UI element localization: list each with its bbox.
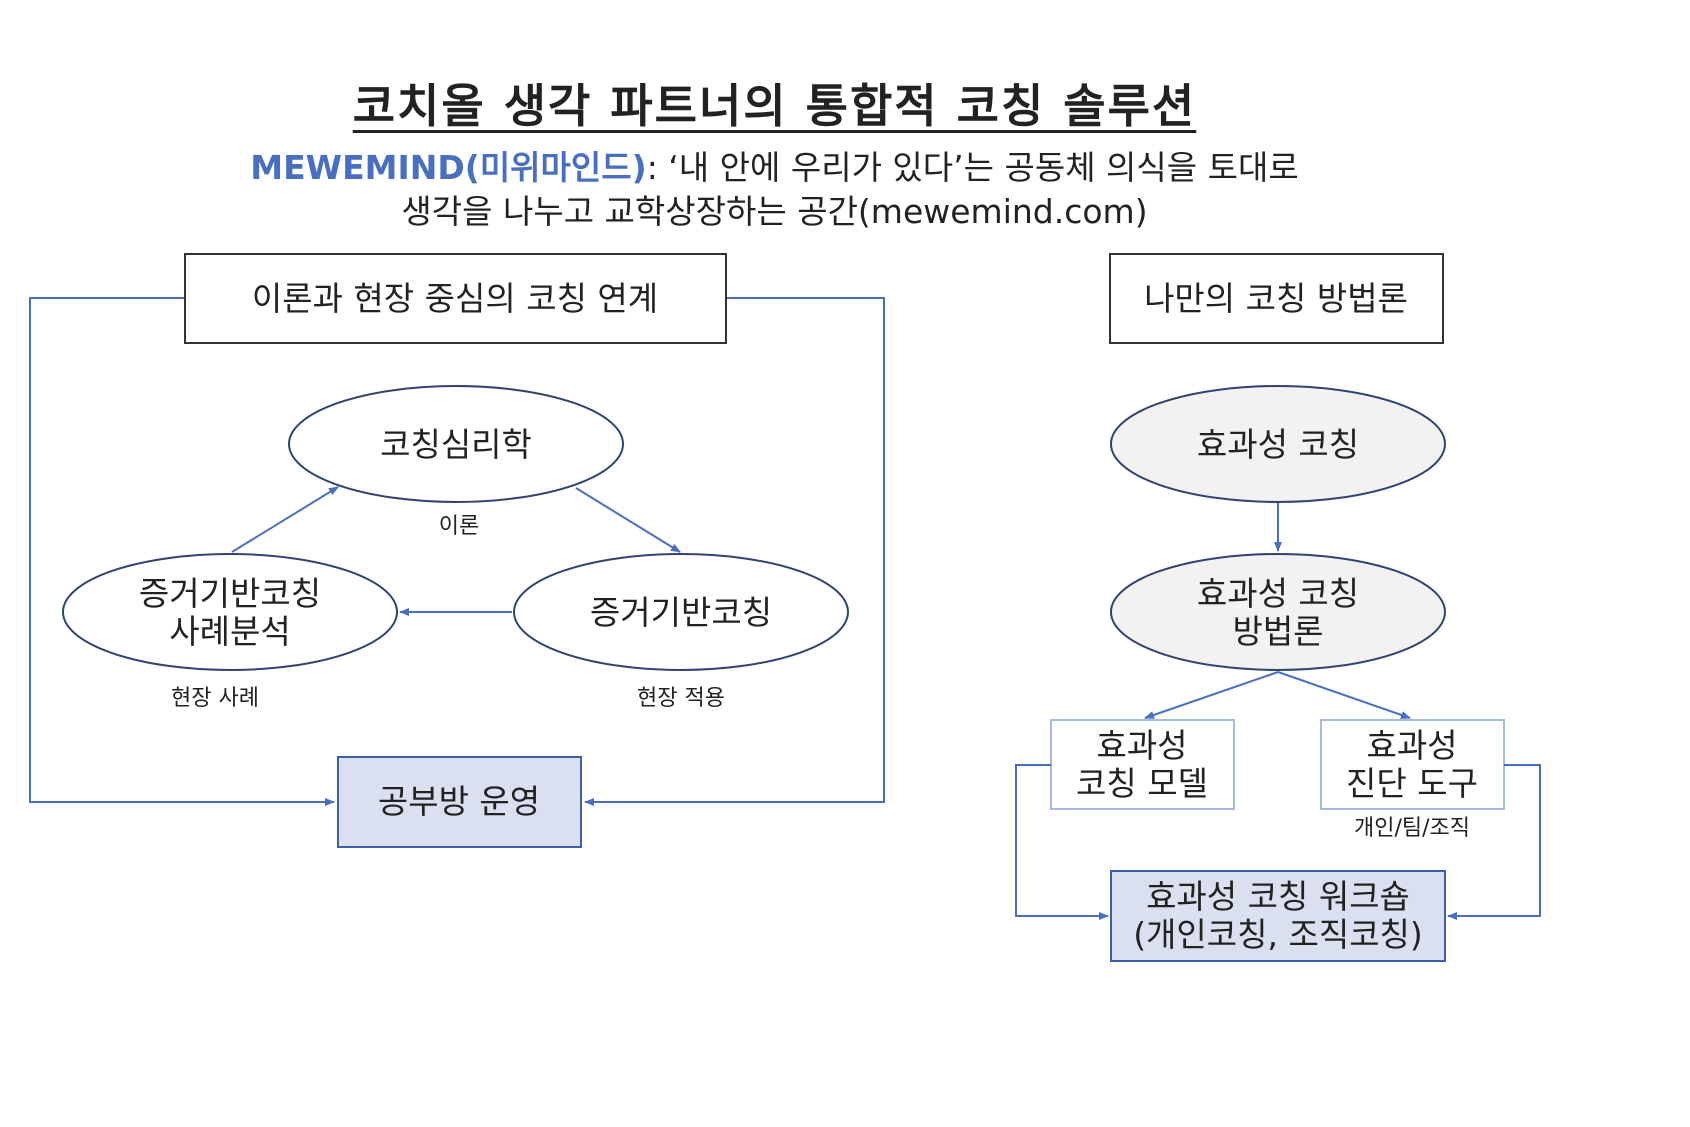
methodology-node: [1110, 553, 1446, 671]
study-room-label: 공부방 운영: [378, 782, 540, 821]
diagnostic-to-workshop-connector: [1447, 764, 1541, 920]
effectiveness-coaching-node: [1110, 385, 1446, 503]
diagnostic-tool-caption: 개인/팀/조직: [1354, 816, 1470, 841]
subtitle-line-2: 생각을 나누고 교학상장하는 공간(mewemind.com): [401, 192, 1148, 231]
right-header-box: [1109, 253, 1444, 344]
workshop-line1: 효과성 코칭 워크숍: [1146, 877, 1410, 916]
coaching-model-line1: 효과성: [1096, 726, 1187, 765]
right-node-label: 증거기반코칭: [590, 593, 772, 632]
study-room-box: [337, 756, 582, 848]
workshop-box: [1110, 870, 1446, 962]
coaching-model-line2: 코칭 모델: [1076, 764, 1208, 803]
left-outer-connector: [29, 297, 335, 806]
subtitle: MEWEMIND(미위마인드): ‘내 안에 우리가 있다’는 공동체 의식을 …: [0, 146, 1549, 234]
right-node-caption: 현장 적용: [637, 686, 725, 711]
diagnostic-tool-line2: 진단 도구: [1346, 764, 1478, 803]
arrow-to-diagnostic: [1277, 671, 1411, 719]
top-node-caption: 이론: [439, 514, 479, 539]
left-header-label: 이론과 현장 중심의 코칭 연계: [252, 279, 658, 318]
left-node-label-line2: 사례분석: [169, 612, 290, 651]
left-node-caption: 현장 사례: [171, 686, 259, 711]
subtitle-line-1-rest: : ‘내 안에 우리가 있다’는 공동체 의식을 토대로: [646, 148, 1299, 187]
methodology-label-line1: 효과성 코칭: [1197, 574, 1359, 613]
page-title: 코치올 생각 파트너의 통합적 코칭 솔루션: [352, 79, 1197, 133]
diagnostic-tool-box: [1320, 719, 1505, 810]
right-diagram: 나만의 코칭 방법론 효과성 코칭 효과성 코칭 방법론 효과성 코칭 모델 효…: [1015, 253, 1541, 962]
left-header-box: [184, 253, 727, 344]
brand-name: MEWEMIND(미위마인드): [250, 148, 647, 187]
arrow-left-to-top: [231, 486, 339, 553]
diagram-canvas: 이론과 현장 중심의 코칭 연계 코칭심리학 이론 증거기반코칭 사례분석 현장…: [29, 253, 1541, 962]
left-node-case-analysis: [62, 553, 398, 671]
right-outer-connector: [584, 297, 885, 806]
left-node-label-line1: 증거기반코칭: [139, 574, 321, 613]
arrow-top-to-right: [575, 487, 681, 553]
subtitle-line-1: MEWEMIND(미위마인드): ‘내 안에 우리가 있다’는 공동체 의식을 …: [0, 146, 1549, 190]
left-diagram: 이론과 현장 중심의 코칭 연계 코칭심리학 이론 증거기반코칭 사례분석 현장…: [29, 253, 885, 848]
diagnostic-tool-line1: 효과성: [1366, 726, 1457, 765]
methodology-label-line2: 방법론: [1232, 612, 1323, 651]
top-node-label: 코칭심리학: [380, 425, 532, 464]
effectiveness-coaching-label: 효과성 코칭: [1197, 425, 1359, 464]
model-to-workshop-connector: [1015, 764, 1109, 920]
top-node-coaching-psychology: [288, 385, 624, 503]
workshop-line2: (개인코칭, 조직코칭): [1133, 915, 1423, 954]
coaching-model-box: [1050, 719, 1235, 810]
right-header-label: 나만의 코칭 방법론: [1144, 279, 1408, 318]
arrow-to-model: [1144, 671, 1279, 719]
right-node-evidence-based: [513, 553, 849, 671]
